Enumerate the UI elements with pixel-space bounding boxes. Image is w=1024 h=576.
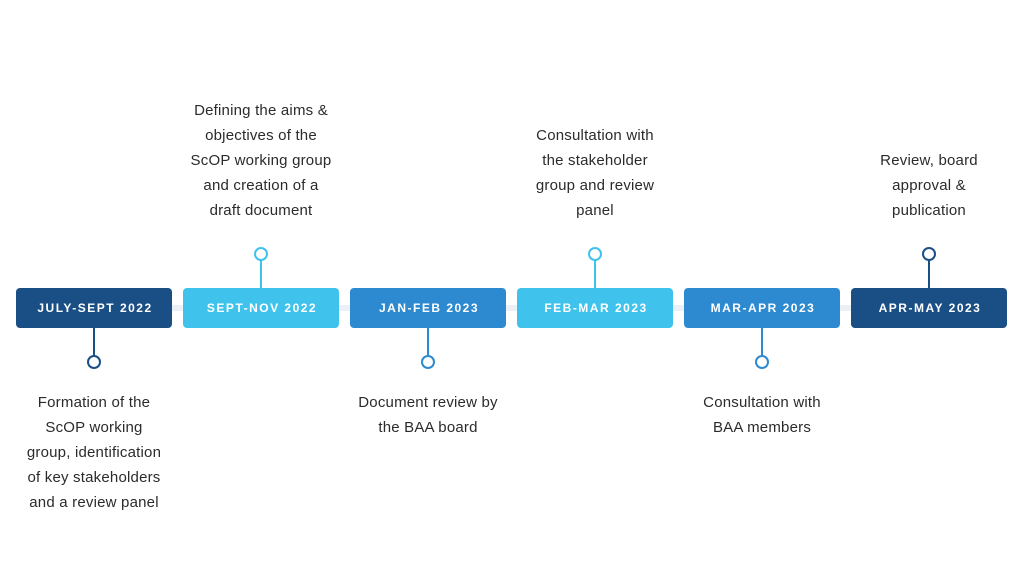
stage-description-line: Defining the aims & (194, 102, 328, 119)
connector-node-circle (588, 247, 602, 261)
connector-line (761, 328, 763, 356)
stage-description-line: Consultation with (536, 127, 654, 144)
connector-node-circle (922, 247, 936, 261)
connector-node-circle (87, 355, 101, 369)
stage-date-label: FEB-MAR 2023 (517, 288, 673, 328)
stage-description-line: BAA members (712, 419, 812, 436)
stage-date-label: APR-MAY 2023 (851, 288, 1007, 328)
stage-description-line: the stakeholder (542, 152, 648, 169)
stage-description-line: Review, board (880, 152, 978, 169)
stage-description-line: publication (892, 202, 966, 219)
stage-description: Document review by the BAA board (338, 390, 518, 440)
stage-description: Consultation with the stakeholder group an… (505, 123, 685, 223)
stage-description-line: ScOP working (45, 419, 143, 436)
stage-description-line: ScOP working group (190, 152, 332, 169)
stage-description-line: and a review panel (29, 494, 159, 511)
connector-line (594, 260, 596, 288)
connector-line (928, 260, 930, 288)
stage-description-line: Formation of the (37, 394, 151, 411)
timeline-track (20, 305, 1004, 311)
connector-line (260, 260, 262, 288)
connector-node-circle (254, 247, 268, 261)
connector-node-circle (421, 355, 435, 369)
stage-description-line: the BAA board (378, 419, 478, 436)
stage-description-line: Consultation with (703, 394, 821, 411)
stage-description-line: draft document (209, 202, 313, 219)
stage-description-line: group, identification (26, 444, 162, 461)
stage-description-line: objectives of the (205, 127, 317, 144)
stage-date-label: JULY-SEPT 2022 (16, 288, 172, 328)
stage-date-label: JAN-FEB 2023 (350, 288, 506, 328)
connector-line (93, 328, 95, 356)
stage-date-label: MAR-APR 2023 (684, 288, 840, 328)
connector-node-circle (755, 355, 769, 369)
timeline-stage-apr-may-2023: APR-MAY 2023 Review, board approval & publi… (851, 0, 1007, 576)
connector-line (427, 328, 429, 356)
stage-description-line: approval & (892, 177, 966, 194)
stage-description-line: group and review (535, 177, 655, 194)
stage-description: Review, board approval & publication (839, 148, 1019, 223)
timeline-stage-sept-nov-2022: SEPT-NOV 2022 Defining the aims & objectiv… (183, 0, 339, 576)
stage-date-label: SEPT-NOV 2022 (183, 288, 339, 328)
stage-description-line: of key stakeholders (27, 469, 161, 486)
stage-description-line: panel (576, 202, 614, 219)
timeline-stage-feb-mar-2023: FEB-MAR 2023 Consultation with the stakeho… (517, 0, 673, 576)
stage-description-line: Document review by (358, 394, 498, 411)
stage-description-line: and creation of a (203, 177, 319, 194)
